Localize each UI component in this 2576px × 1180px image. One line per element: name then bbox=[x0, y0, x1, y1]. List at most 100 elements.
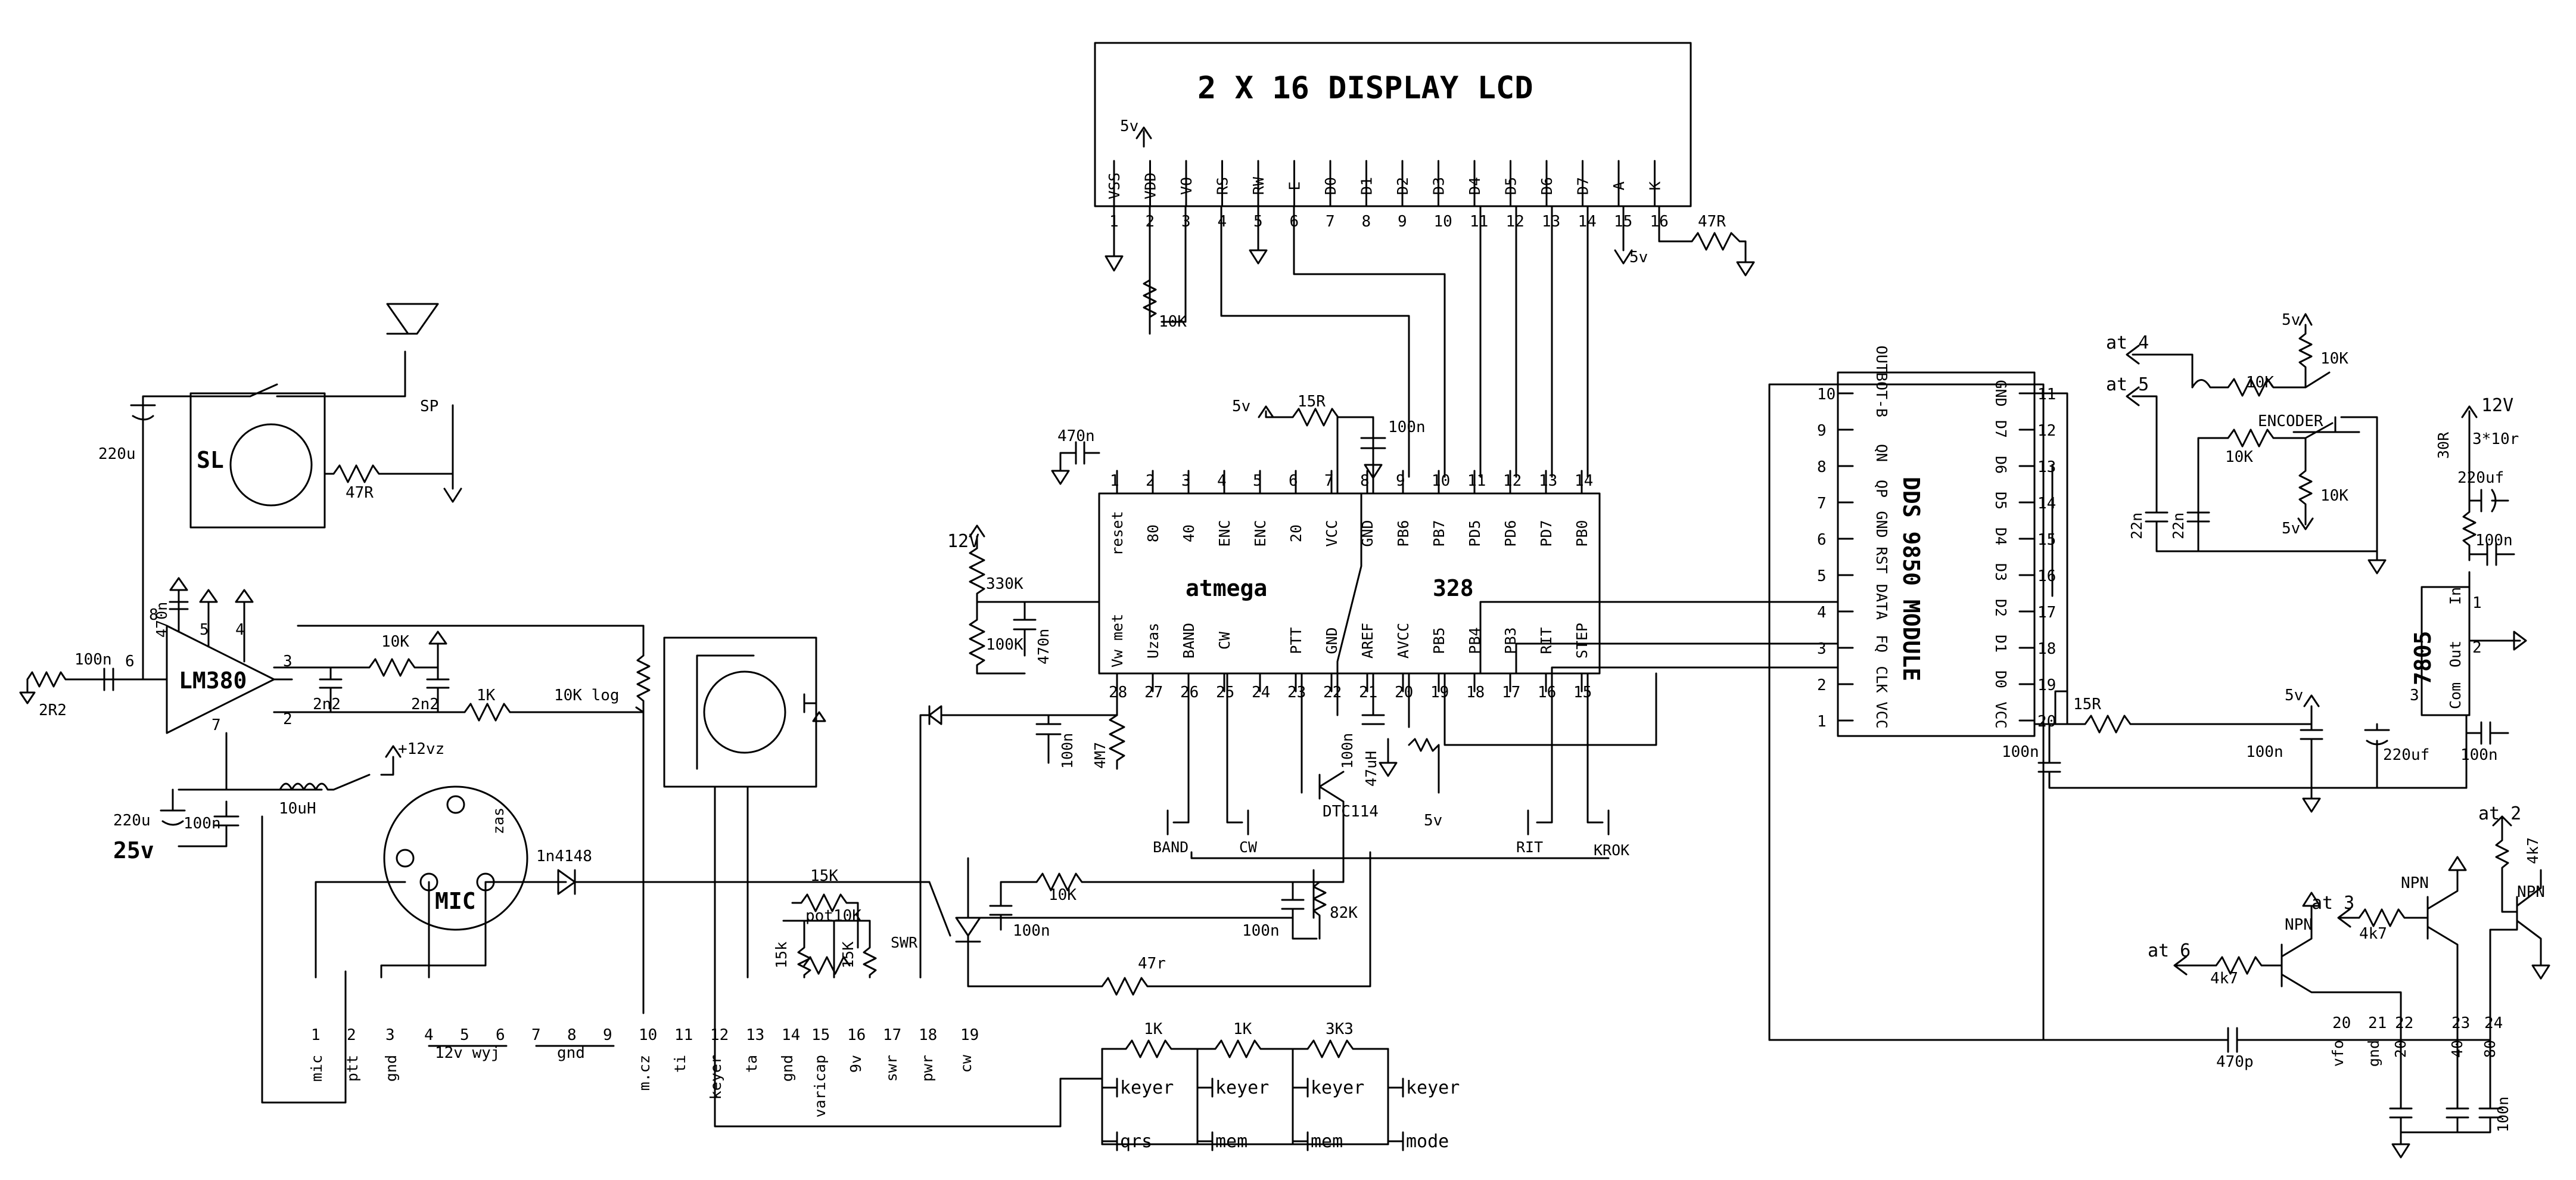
dds-right-pin-number: 17 bbox=[2037, 604, 2056, 622]
amp-1k-resistor bbox=[273, 703, 633, 722]
varicap-pot-network bbox=[782, 893, 877, 979]
connector-pin-number: 4 bbox=[424, 1026, 434, 1044]
connector-pin-number: 17 bbox=[883, 1026, 901, 1044]
dds-right-pin-label: D6 bbox=[1992, 456, 2009, 474]
dds-100n-b-label: 100n bbox=[2246, 743, 2283, 761]
pin28-res-label: 4M7 bbox=[1091, 742, 1109, 769]
dds-control-wires bbox=[1479, 601, 1839, 675]
dds-title: DDS 9850 MODULE bbox=[1898, 477, 1924, 681]
keyer-resistor-ladder bbox=[714, 976, 1389, 1145]
divider-r2-label: 100K bbox=[986, 636, 1023, 654]
mcu-bottom-pin-label: STEP bbox=[1573, 623, 1591, 659]
connector-pin-number: 5 bbox=[460, 1026, 469, 1044]
keyer-resistor-label: 3K3 bbox=[1326, 1020, 1354, 1038]
amp-pin2-label: 2 bbox=[283, 710, 293, 728]
regulator-rlabel: 3*10r bbox=[2472, 430, 2519, 448]
encoder-22n-b-label: 22n bbox=[2170, 513, 2187, 539]
lcd-data-wires bbox=[1479, 205, 1589, 478]
lcd-pin-label: VSS bbox=[1106, 172, 1123, 199]
mic-zas-label: zas bbox=[490, 808, 507, 834]
speaker-47r-label: 47R bbox=[346, 484, 374, 502]
encoder-r10k-a-label: 10K bbox=[2246, 374, 2274, 392]
regulator-name: 7805 bbox=[2410, 631, 2436, 685]
vfo-connector-number: 22 bbox=[2395, 1014, 2413, 1032]
at2-label: at 2 bbox=[2478, 803, 2521, 824]
mcu-bottom-pin-number: 26 bbox=[1180, 684, 1199, 701]
microphone-section: MIC zas 1n4148 bbox=[315, 785, 931, 979]
mcu-top-pin-number: 6 bbox=[1289, 472, 1298, 490]
transistor-label: DTC114 bbox=[1323, 803, 1379, 821]
connector-pin-label: gnd bbox=[779, 1055, 796, 1082]
ptt-82k-network bbox=[1281, 881, 1327, 940]
supply-inductor-switch bbox=[279, 745, 402, 791]
encoder-switch-network bbox=[2191, 371, 2378, 552]
dds-right-pin-label: D3 bbox=[1992, 563, 2009, 581]
vfo-connector-label: 80 bbox=[2481, 1040, 2499, 1058]
mcu-bottom-pin-number: 21 bbox=[1359, 684, 1377, 701]
reset-cap-label: 470n bbox=[1057, 427, 1095, 445]
dds-right-pin-number: 16 bbox=[2037, 567, 2056, 585]
amp-pin8-cap bbox=[169, 577, 189, 633]
dds-right-pin-label: GND bbox=[1992, 380, 2009, 406]
mcu-bottom-pin-number: 19 bbox=[1430, 684, 1449, 701]
supply-c100n-label: 100n bbox=[183, 815, 221, 833]
mcu-top-pin-number: 8 bbox=[1360, 472, 1370, 490]
regulator-out-wiring bbox=[2465, 631, 2527, 789]
band-switch-transistors: at 6 4k7 NPN at 3 4k7 NPN at 2 4k7 NPN 2… bbox=[2148, 803, 2550, 1159]
lcd-pot-label: 10K bbox=[1159, 313, 1187, 331]
vfo-connector-number: 24 bbox=[2484, 1014, 2503, 1032]
connector-pin-label: cw bbox=[957, 1054, 975, 1073]
lcd-vdd-vo-wiring bbox=[1149, 205, 1187, 335]
connector-pin-label: ptt bbox=[344, 1055, 361, 1082]
lcd-vss-ground bbox=[1105, 205, 1124, 272]
mid-100n-label: 100n bbox=[1013, 922, 1050, 940]
vcc-capacitor bbox=[1360, 416, 1386, 479]
mid-15k-label: 15K bbox=[810, 867, 838, 885]
connector-pin-number: 3 bbox=[385, 1026, 395, 1044]
output-capacitor bbox=[130, 395, 251, 681]
mcu-top-pin-label: PD5 bbox=[1466, 520, 1483, 546]
lcd-pin-label: K bbox=[1647, 181, 1664, 190]
connector-gnd-label: gnd bbox=[557, 1044, 585, 1062]
dds-right-pin-number: 13 bbox=[2037, 458, 2056, 476]
speaker-label: SP bbox=[420, 398, 438, 415]
amp-c2n2a-label: 2n2 bbox=[313, 695, 341, 713]
mid-pot-label: pot10K bbox=[805, 907, 861, 925]
lcd-pin-label: D7 bbox=[1575, 177, 1592, 195]
keyer-bottom-label: mem bbox=[1311, 1131, 1343, 1152]
vcc-supply-label: 5v bbox=[1232, 398, 1250, 415]
transistor-at3 bbox=[2337, 869, 2459, 1104]
mid-15k-right-label: 15K bbox=[839, 942, 857, 968]
lcd-backlight-resistor bbox=[1658, 205, 1755, 277]
dds-left-pin-number: 1 bbox=[1817, 713, 1827, 731]
mcu-top-pin-number: 5 bbox=[1253, 472, 1262, 490]
pin28-cap-label: 100n bbox=[1059, 733, 1076, 769]
mcu-top-pin-label: 80 bbox=[1144, 524, 1162, 542]
keyer-button-symbol-bottom bbox=[1101, 1086, 1118, 1151]
vfo-100n-label: 100n bbox=[2494, 1097, 2512, 1132]
keyer-button-symbol-bottom bbox=[1196, 1086, 1214, 1151]
dds-left-pin-number: 4 bbox=[1817, 604, 1827, 622]
encoder-input-arrows bbox=[2126, 344, 2194, 508]
npn2-label: NPN bbox=[2401, 874, 2429, 892]
switch-cw-label: CW bbox=[1239, 839, 1258, 856]
connector-pin-number: 6 bbox=[496, 1026, 505, 1044]
dds-left-pin-label: OUTBOT-B bbox=[1873, 346, 1890, 417]
mcu-bottom-pin-label: PB5 bbox=[1430, 627, 1448, 654]
encoder-supply-top-label: 5v bbox=[2282, 311, 2300, 329]
connector-pin-number: 15 bbox=[811, 1026, 830, 1044]
vfo-output-caps bbox=[2389, 1101, 2502, 1159]
lcd-pin-label: D4 bbox=[1466, 177, 1483, 195]
encoder-at5-label: at 5 bbox=[2106, 374, 2149, 395]
mid-47r-label: 47r bbox=[1138, 955, 1166, 973]
input-resistor bbox=[19, 671, 79, 704]
mcu-top-pin-number: 3 bbox=[1181, 472, 1191, 490]
amp-supply-caps bbox=[160, 732, 323, 847]
lcd-pin-label: D0 bbox=[1322, 177, 1339, 195]
key-jack-circle bbox=[703, 670, 786, 754]
mcu-bottom-pin-number: 23 bbox=[1287, 684, 1306, 701]
middle-section: 15K pot10K 15k 15K SWR 10K 100n 100n 82K… bbox=[663, 636, 1371, 996]
amp-out-wire bbox=[273, 625, 645, 681]
